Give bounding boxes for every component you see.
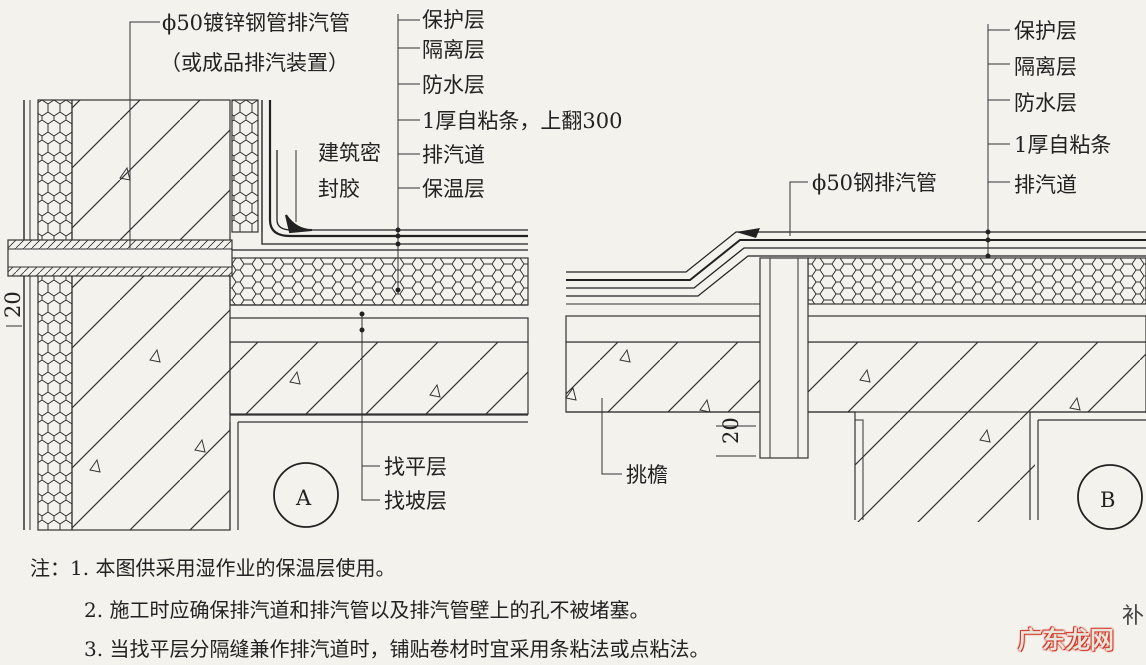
layer-b-1: 保护层 [1014,19,1077,43]
pipe-label-b: ϕ50钢排汽管 [812,171,937,195]
eave-label: 挑檐 [626,463,668,487]
note-2: 2. 施工时应确保排汽道和排汽管以及排汽管壁上的孔不被堵塞。 [84,598,650,622]
note-1: 注：1. 本图供采用湿作业的保温层使用。 [30,556,396,580]
detail-b: ϕ50钢排汽管 保护层 隔离层 防水层 1厚自粘条 排汽道 挑檐 20 B [565,19,1146,530]
bottom-layer-a-2: 找坡层 [384,489,447,513]
layer-a-5: 排汽道 [422,143,485,167]
sealant-label-1: 建筑密 [318,141,381,165]
bottom-layer-a-1: 找平层 [384,455,447,479]
roof-insulation-b [807,257,1146,305]
pipe-label-a-2: （或成品排汽装置） [160,51,349,75]
layer-a-1: 保护层 [422,8,485,32]
watermark-logo: 广东龙网 [1018,626,1114,654]
wall-insulation-left [37,99,73,531]
layer-a-6: 保温层 [422,177,485,201]
tag-b-text: B [1100,488,1115,512]
layer-b-5: 排汽道 [1014,173,1077,197]
layer-a-2: 隔离层 [422,38,485,62]
roof-slab-a [229,341,529,415]
vent-pipe-b [759,257,809,459]
dim-20-b: 20 [719,417,743,444]
detail-tag-b [1077,464,1143,530]
tag-a-text: A [295,486,312,510]
layer-a-3: 防水层 [422,73,485,97]
layer-a-4: 1厚自粘条，上翻300 [422,109,622,133]
edge-character: 补 [1121,604,1144,629]
detail-a: 20 ϕ50镀锌钢管排汽管 （或成品排汽装置） 保护层 隔离层 防水层 1厚自粘… [1,8,622,531]
layer-b-4: 1厚自粘条 [1014,133,1111,157]
note-3: 3. 当找平层分隔缝兼作排汽道时，铺贴卷材时宜采用条粘法或点粘法。 [84,637,710,661]
parapet-insulation [231,99,259,233]
roof-insulation-a [229,257,529,306]
roof-slab-b [565,341,1146,413]
dim-20-a: 20 [1,291,25,318]
detail-tag-a [273,462,339,528]
layer-b-3: 防水层 [1014,91,1077,115]
layer-b-2: 隔离层 [1014,55,1077,79]
sealant-label-2: 封胶 [318,177,360,201]
pipe-label-a: ϕ50镀锌钢管排汽管 [162,11,350,35]
parapet-wall [71,99,231,531]
